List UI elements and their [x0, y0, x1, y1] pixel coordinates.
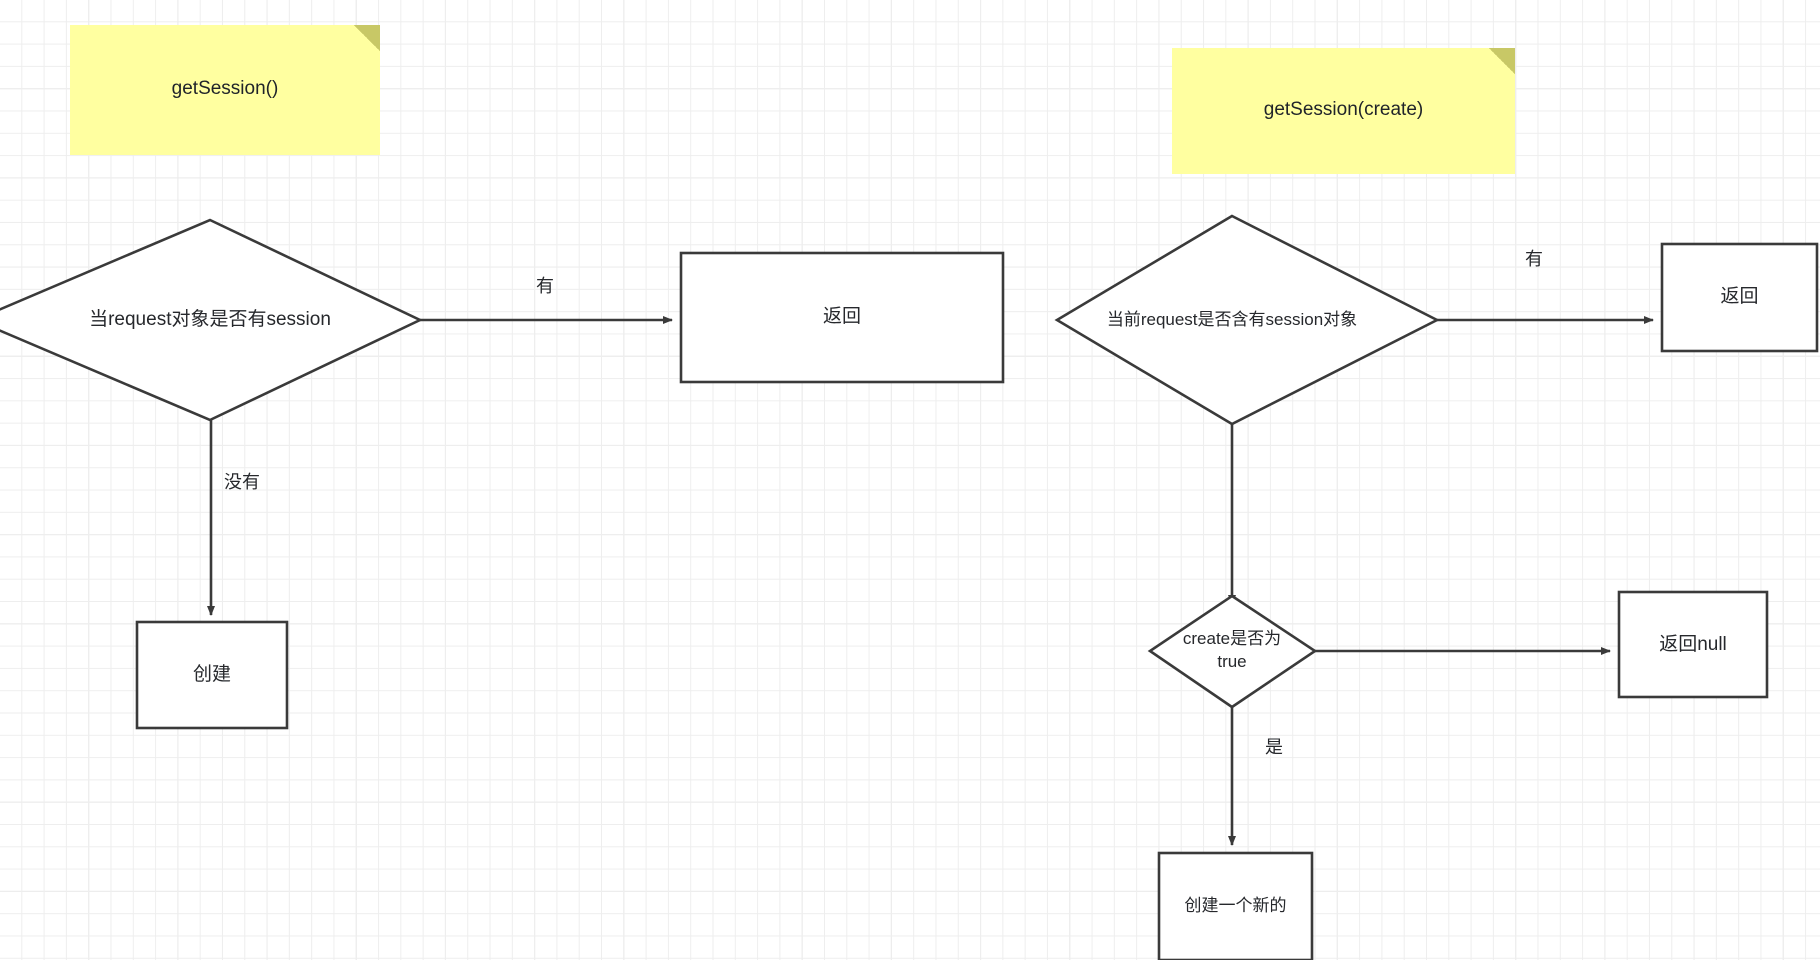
sticky-note-getsession-create-label: getSession(create): [1263, 98, 1424, 120]
box-return-2-shape[interactable]: [1660, 242, 1819, 353]
note-fold-corner-icon: [1489, 48, 1515, 74]
box-create-new-shape[interactable]: [1157, 851, 1314, 960]
decision-has-session-shape[interactable]: [0, 218, 424, 422]
edge-create-true-yes-label: 是: [1265, 737, 1283, 757]
edge-request-has-session-yes-label: 有: [1525, 249, 1543, 269]
sticky-note-getsession-label: getSession(): [171, 77, 279, 99]
sticky-note-getsession-create[interactable]: getSession(create): [1172, 48, 1515, 174]
edge-has-session-yes-label: 有: [536, 276, 554, 296]
sticky-note-getsession[interactable]: getSession(): [70, 25, 380, 155]
edge-has-session-no-label: 没有: [224, 472, 260, 492]
decision-create-true-shape[interactable]: [1147, 594, 1318, 709]
box-return-shape[interactable]: [679, 251, 1005, 384]
box-create-shape[interactable]: [135, 620, 289, 730]
note-fold-corner-icon: [354, 25, 380, 51]
decision-request-has-session-shape[interactable]: [1054, 214, 1440, 426]
box-return-null-shape[interactable]: [1617, 590, 1769, 699]
